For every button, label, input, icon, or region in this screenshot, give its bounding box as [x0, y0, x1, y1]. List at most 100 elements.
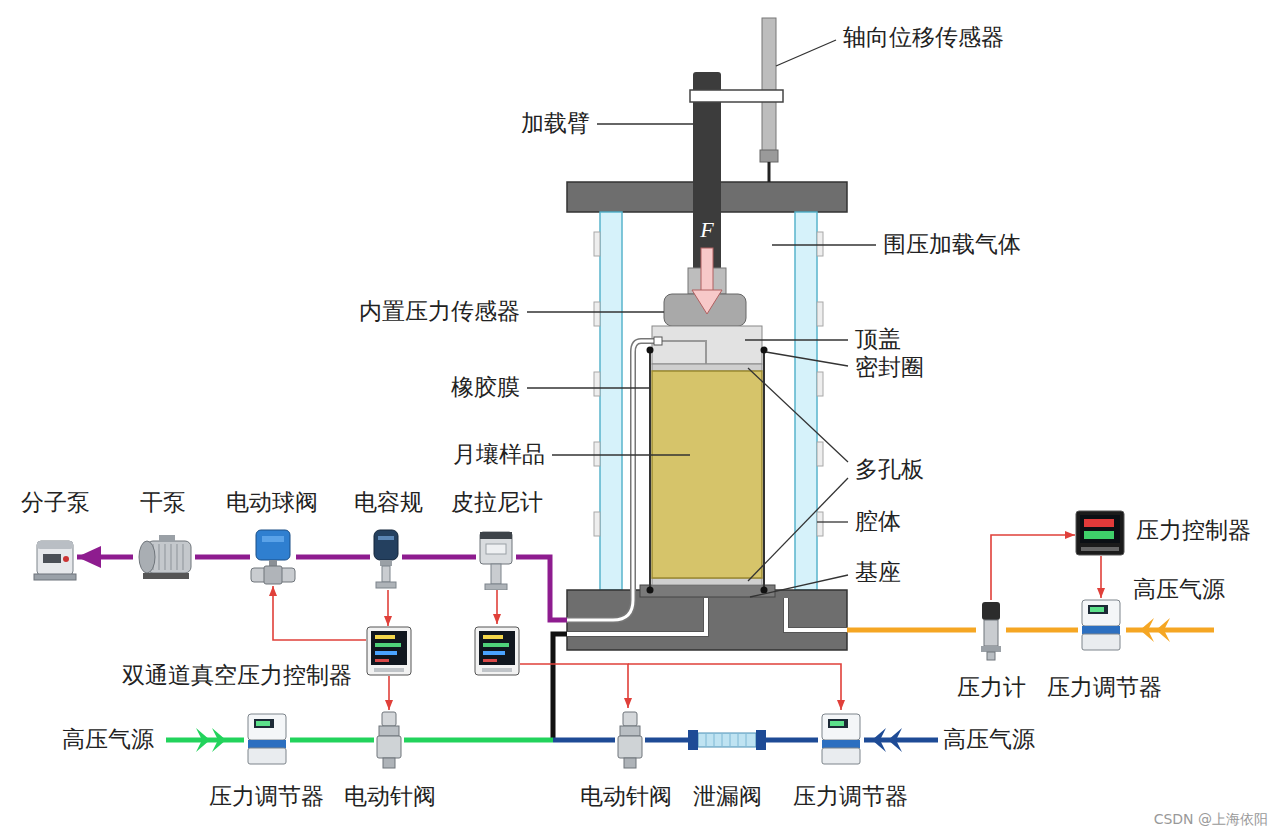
leader-line	[552, 454, 690, 455]
loading-arm	[690, 90, 783, 102]
device-icon	[248, 714, 286, 740]
device-icon	[818, 712, 864, 766]
leader-line	[766, 352, 848, 366]
vacuum-pipe	[195, 555, 250, 560]
pipe	[847, 628, 976, 633]
device-label: 压力计	[957, 674, 1026, 702]
device-label: 电动球阀	[226, 489, 318, 517]
leader-line	[745, 339, 848, 340]
source-arrow	[872, 728, 886, 752]
device-node: 压力计	[976, 600, 1006, 662]
device-icon	[480, 532, 512, 564]
part-label-box: 高压气源	[1133, 576, 1225, 604]
gas-pipe	[290, 738, 374, 743]
pipe	[516, 557, 567, 620]
drain-tube	[567, 341, 654, 620]
device-node: 压力调节器	[244, 712, 290, 766]
device-icon	[380, 560, 392, 566]
part-label: 轴向位移传感器	[843, 24, 1004, 52]
chamber-wall	[594, 442, 600, 466]
device-icon	[37, 541, 73, 549]
device-icon	[1081, 547, 1119, 551]
part-label-box: 加载臂	[521, 110, 590, 138]
seal-ring	[647, 587, 654, 594]
controller-icon	[483, 651, 505, 655]
part-label: 顶盖	[855, 326, 901, 354]
porous-plate	[652, 578, 762, 585]
device-label-box: 双通道真空压力控制器	[122, 662, 352, 690]
force-arrow	[692, 248, 722, 314]
sample-column	[652, 371, 762, 578]
device-label-box: 电动针阀	[580, 783, 672, 811]
device-icon	[159, 544, 160, 570]
part-label: 高压气源	[62, 726, 154, 754]
device-label: 电动针阀	[580, 783, 672, 811]
chamber-wall	[594, 512, 600, 536]
device-label-box: 泄漏阀	[693, 783, 762, 811]
gas-pipe	[645, 738, 688, 743]
part-label-box: 橡胶膜	[451, 374, 520, 402]
controller-icon	[483, 659, 497, 662]
source-arrow	[1140, 618, 1154, 642]
device-icon	[620, 726, 640, 736]
seal-ring	[647, 347, 768, 594]
loading-arm	[688, 72, 783, 294]
force-arrow	[692, 290, 722, 314]
device-icon	[374, 710, 404, 770]
device-icon	[480, 532, 512, 539]
controller-icon	[475, 627, 519, 675]
device-icon	[976, 600, 1006, 662]
chamber-wall	[594, 302, 600, 326]
device-icon	[1080, 515, 1120, 543]
porous-plate	[652, 364, 762, 371]
device-node: 皮拉尼计	[476, 530, 516, 590]
drain-tube	[654, 337, 662, 345]
part-label-box: 密封圈	[855, 354, 924, 382]
source-arrow	[196, 728, 210, 752]
source-arrow	[1126, 628, 1214, 633]
device-icon	[374, 668, 404, 672]
part-label-box: 月壤样品	[453, 441, 545, 469]
device-icon	[34, 574, 76, 580]
leader-line	[772, 244, 876, 245]
pipe	[404, 557, 976, 740]
device-label: 双通道真空压力控制器	[122, 662, 352, 690]
source-arrow	[888, 728, 902, 752]
device-node: 干泵	[133, 533, 195, 581]
device-label-box: 电动球阀	[226, 489, 318, 517]
porous-plate	[652, 364, 762, 585]
device-icon	[722, 734, 723, 746]
device-icon	[828, 719, 848, 728]
device-icon	[367, 627, 411, 675]
device-icon	[714, 734, 715, 746]
part-label-box: 基座	[855, 559, 901, 587]
part-label: 多孔板	[855, 456, 924, 484]
leader-line	[527, 311, 664, 312]
base	[786, 598, 847, 630]
signal-wire	[520, 664, 628, 708]
device-label-box: 压力控制器	[1136, 517, 1251, 545]
device-icon	[256, 721, 270, 726]
device-icon	[822, 740, 860, 748]
device-icon	[1078, 598, 1126, 654]
part-label-box: F	[700, 217, 713, 243]
device-icon	[491, 564, 501, 584]
axial-sensor	[762, 18, 776, 158]
chamber-wall	[817, 302, 823, 326]
chamber-wall	[817, 442, 823, 466]
device-label-box: 压力调节器	[209, 783, 324, 811]
device-label: 分子泵	[21, 489, 90, 517]
device-icon	[376, 582, 396, 588]
chamber-wall	[594, 212, 823, 590]
leader-line	[776, 40, 836, 66]
device-icon	[383, 758, 395, 768]
device-label-box: 电容规	[354, 489, 423, 517]
device-label: 压力调节器	[1047, 674, 1162, 702]
pipe	[404, 738, 553, 743]
vacuum-pipe	[77, 555, 133, 560]
device-label-box: 压力调节器	[1047, 674, 1162, 702]
part-label-box: 顶盖	[855, 326, 901, 354]
signal-wire	[1100, 556, 1102, 598]
device-icon	[37, 541, 73, 575]
